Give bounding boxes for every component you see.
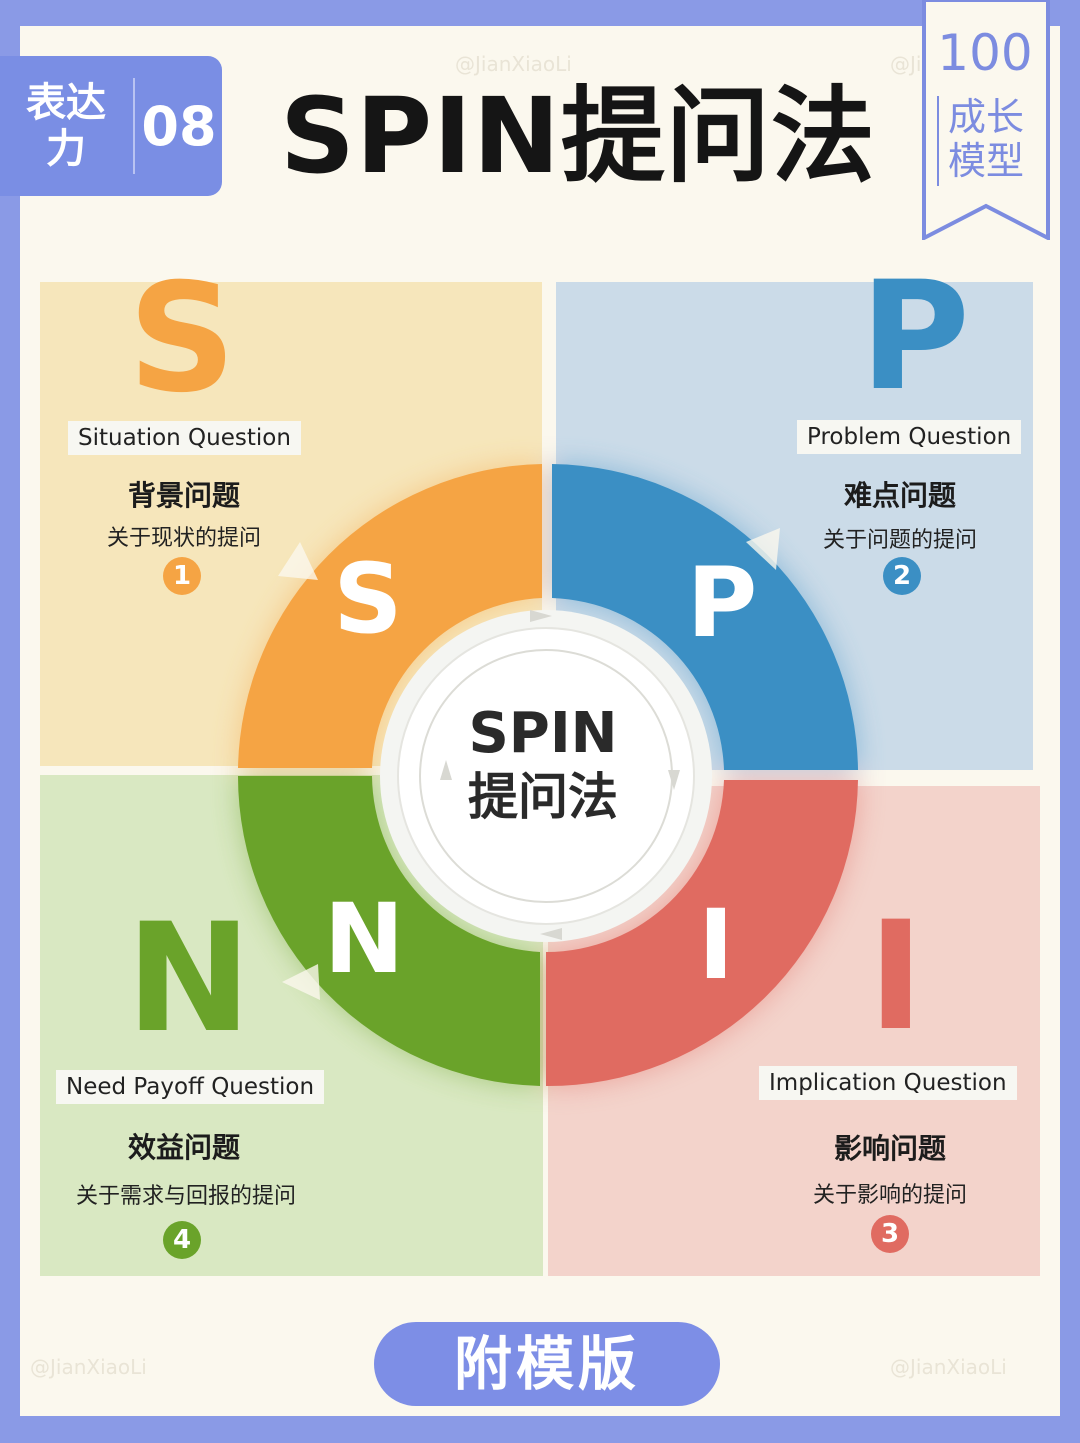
segment-n	[237, 776, 540, 1086]
big-letter-i: I	[868, 890, 924, 1064]
category-tag: 表达 力 08	[0, 56, 222, 196]
desc-problem: 关于问题的提问	[822, 528, 977, 553]
ribbon-number: 100	[937, 24, 1033, 82]
step-number-3: 3	[871, 1215, 909, 1253]
heading-problem: 难点问题	[843, 479, 956, 512]
segment-letter-n: N	[324, 883, 404, 995]
segment-s	[238, 464, 542, 768]
template-button[interactable]: 附模版	[374, 1322, 720, 1406]
category-label-line1: 表达	[26, 80, 106, 126]
segment-letter-i: I	[698, 889, 734, 1001]
desc-implication: 关于影响的提问	[812, 1183, 967, 1208]
watermark: @JianXiaoLi	[30, 1355, 147, 1379]
ribbon-line1: 成长	[947, 95, 1024, 139]
big-letter-n: N	[126, 892, 252, 1066]
category-label-line2: 力	[46, 126, 86, 172]
heading-situation: 背景问题	[127, 479, 240, 512]
segment-i	[546, 780, 858, 1087]
bookmark-ribbon-icon	[922, 0, 1050, 240]
desc-need-payoff: 关于需求与回报的提问	[75, 1184, 296, 1209]
episode-number: 08	[141, 94, 217, 158]
step-number-1: 1	[163, 557, 201, 595]
step-number-4: 4	[163, 1221, 201, 1259]
english-label-need-payoff: Need Payoff Question	[56, 1070, 325, 1104]
tag-divider	[133, 78, 135, 174]
big-letter-p: P	[860, 250, 970, 424]
segment-p	[552, 464, 858, 770]
heading-need-payoff: 效益问题	[127, 1131, 240, 1164]
segment-letter-s: S	[333, 543, 402, 655]
step-number-2: 2	[883, 557, 921, 595]
heading-implication: 影响问题	[833, 1132, 946, 1165]
english-label-problem: Problem Question	[797, 420, 1022, 454]
center-title-line1: SPIN	[468, 701, 617, 766]
category-label: 表达 力	[0, 56, 132, 196]
spin-cycle-diagram: S P I N SPIN 提问法	[237, 464, 858, 1087]
english-label-situation: Situation Question	[68, 421, 301, 455]
english-label-implication: Implication Question	[759, 1066, 1017, 1100]
watermark: @JianXiaoLi	[455, 52, 572, 76]
ribbon-line2: 模型	[947, 139, 1024, 183]
watermark: @JianXiaoLi	[890, 1355, 1007, 1379]
page-title: SPIN提问法	[280, 75, 876, 197]
desc-situation: 关于现状的提问	[106, 526, 261, 551]
big-letter-s: S	[128, 252, 237, 426]
segment-letter-p: P	[687, 547, 757, 659]
center-title-line2: 提问法	[468, 768, 618, 826]
